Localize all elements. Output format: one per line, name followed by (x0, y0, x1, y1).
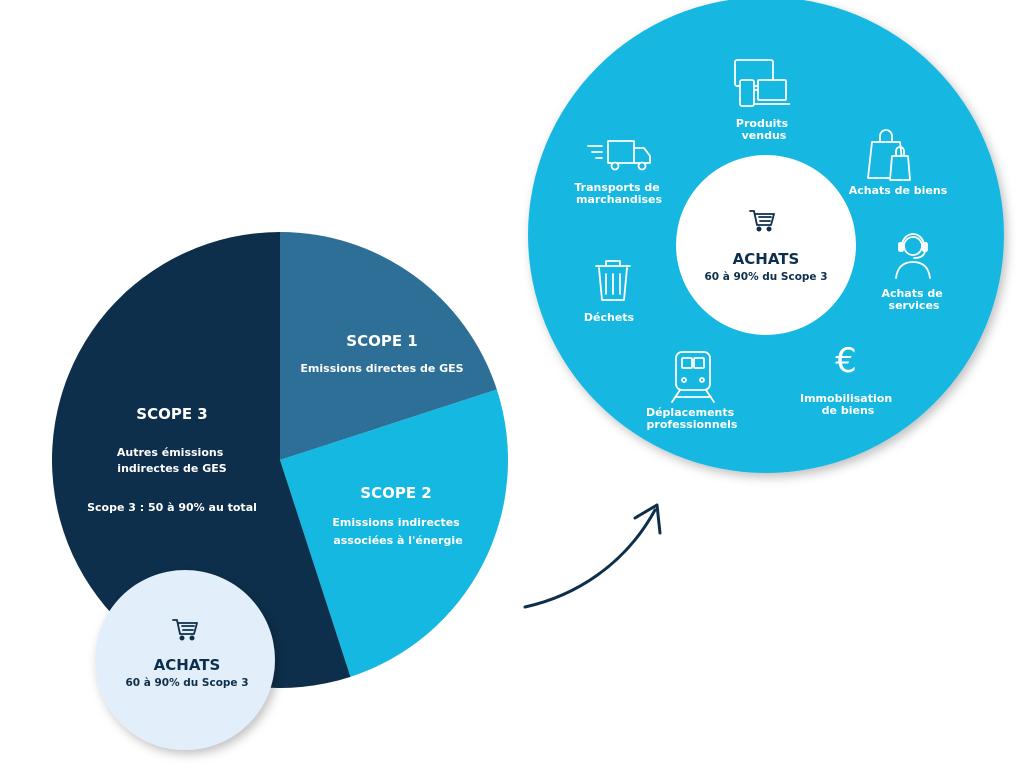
delivery-truck-icon (587, 140, 651, 171)
scope-3-title: SCOPE 3 (136, 405, 207, 423)
pie-slice-scope-1 (280, 232, 497, 460)
scope-2-description: Emissions indirectes associées à l'énerg… (332, 516, 463, 547)
achats-categories-circle: € Produits vendus Ach (528, 0, 1004, 473)
achats-small-circle (95, 570, 275, 750)
category-label-deplacements-professionnels: Déplacements professionnels (646, 406, 738, 431)
scope-3-description: Autres émissions indirectes de GES (117, 446, 227, 475)
train-icon (671, 351, 715, 403)
svg-text:€: € (835, 341, 857, 381)
scope-3-share: Scope 3 : 50 à 90% au total (87, 501, 257, 514)
category-label-produits-vendus: Produits vendus (736, 117, 792, 142)
scope-2-title: SCOPE 2 (360, 484, 431, 502)
cart-icon (749, 210, 775, 232)
achats-center-circle (676, 155, 856, 335)
euro-icon: € (835, 341, 857, 381)
pie-slice-scope-2 (280, 389, 509, 677)
category-label-transports-de-marchandises: Transports de marchandises (574, 181, 663, 206)
category-label-dechets: Déchets (584, 311, 635, 324)
scope-1-description: Emissions directes de GES (300, 362, 463, 375)
achats-big-subtitle: 60 à 90% du Scope 3 (704, 271, 827, 283)
pie-slice-scope-3 (52, 232, 351, 688)
category-label-achats-de-services: Achats de services (881, 287, 946, 312)
category-label-immobilisation-de-biens: Immobilisation de biens (800, 392, 896, 417)
scope-pie-chart (52, 232, 509, 688)
cart-icon (172, 619, 198, 641)
curved-arrow (523, 503, 662, 609)
devices-icon (734, 59, 790, 107)
scope-1-title: SCOPE 1 (346, 332, 417, 350)
shopping-bags-icon (867, 129, 911, 181)
achats-small-title: ACHATS (154, 656, 221, 674)
achats-small-subtitle: 60 à 90% du Scope 3 (125, 677, 248, 689)
headset-person-icon (895, 233, 931, 279)
achats-big-title: ACHATS (733, 250, 800, 268)
trash-icon (595, 260, 631, 301)
category-label-achats-de-biens: Achats de biens (849, 184, 948, 197)
